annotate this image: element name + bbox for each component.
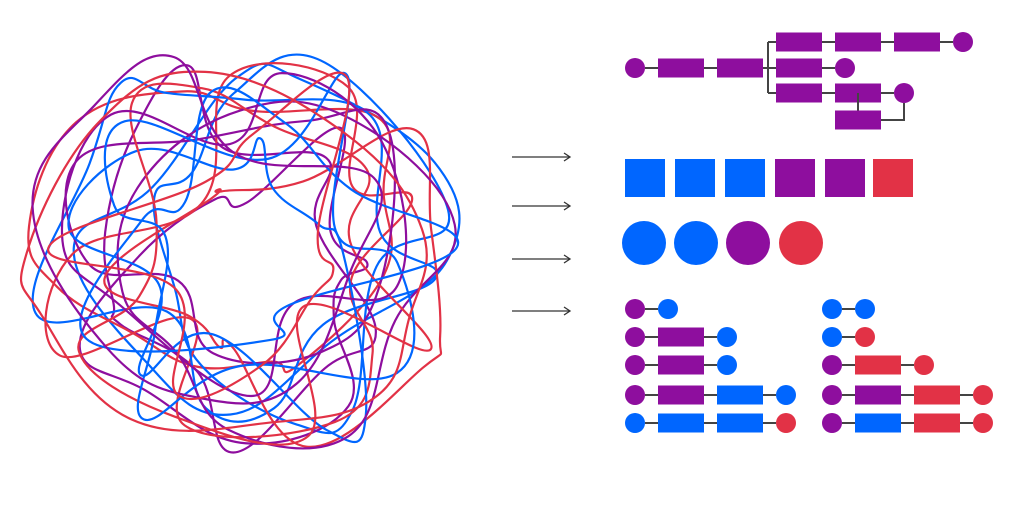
tree-branch — [776, 58, 855, 78]
circle-node — [625, 385, 645, 405]
circle-node — [855, 327, 875, 347]
arrow-head — [563, 254, 572, 264]
rect-node — [914, 385, 960, 405]
arrow-head — [563, 152, 572, 162]
rect-node — [717, 413, 763, 433]
rect-node — [835, 110, 881, 130]
circle-blue — [674, 221, 718, 265]
rect-node — [855, 355, 901, 375]
circle-row — [622, 221, 823, 265]
rect-node — [835, 32, 881, 52]
sequence-groups — [625, 299, 993, 433]
sequence-row — [625, 299, 678, 319]
square-row — [625, 159, 913, 197]
square-blue — [625, 159, 665, 197]
tangle-strand — [103, 126, 443, 448]
circle-node — [625, 413, 645, 433]
circle-node — [973, 413, 993, 433]
sequence-row — [822, 327, 875, 347]
rect-node — [855, 413, 901, 433]
circle-node — [625, 299, 645, 319]
rect-node — [658, 58, 704, 78]
sequence-group — [822, 299, 993, 433]
branching-sequence-tree — [625, 32, 973, 130]
arrow-head — [563, 201, 572, 211]
rect-node — [855, 385, 901, 405]
tangle-strand — [31, 76, 439, 423]
rect-node — [658, 327, 704, 347]
tangle-strand — [116, 100, 457, 450]
tangle-strand — [20, 70, 428, 432]
circle-node — [776, 385, 796, 405]
arrow-icon — [512, 152, 572, 162]
sequence-row — [625, 413, 796, 433]
tangle-strand — [103, 64, 377, 454]
sequence-row — [822, 299, 875, 319]
square-blue — [725, 159, 765, 197]
rect-node — [658, 385, 704, 405]
circle-node — [822, 327, 842, 347]
circle-node — [855, 299, 875, 319]
rect-node — [776, 83, 822, 103]
tangle-strand — [31, 54, 383, 405]
sequence-row — [822, 385, 993, 405]
circle-node — [822, 385, 842, 405]
tangle-strand — [77, 82, 433, 446]
circle-node — [658, 299, 678, 319]
circle-node — [625, 355, 645, 375]
circle-red — [779, 221, 823, 265]
circle-node — [894, 83, 914, 103]
sequence-row — [822, 413, 993, 433]
sequence-row — [822, 355, 934, 375]
tangled-lines — [20, 53, 461, 454]
circle-node — [914, 355, 934, 375]
tangle-strand — [47, 71, 351, 400]
circle-node — [822, 299, 842, 319]
rect-node — [894, 32, 940, 52]
arrow-head — [563, 306, 572, 316]
rect-node — [658, 355, 704, 375]
sequence-row — [625, 385, 796, 405]
rect-node — [658, 413, 704, 433]
square-red — [873, 159, 913, 197]
sequence-row — [625, 355, 737, 375]
arrow-icon — [512, 306, 572, 316]
square-purple — [825, 159, 865, 197]
tangle-strand — [60, 72, 408, 398]
square-purple — [775, 159, 815, 197]
circle-blue — [622, 221, 666, 265]
sequence-group — [625, 299, 796, 433]
circle-node — [822, 413, 842, 433]
circle-node — [625, 58, 645, 78]
circle-purple — [726, 221, 770, 265]
tree-branch — [776, 83, 914, 103]
tangle-strand — [67, 137, 368, 444]
circle-node — [835, 58, 855, 78]
arrow-icon — [512, 201, 572, 211]
circle-node — [625, 327, 645, 347]
rect-node — [776, 58, 822, 78]
square-blue — [675, 159, 715, 197]
arrows — [512, 152, 572, 316]
rect-node — [717, 385, 763, 405]
tangle-strand — [44, 62, 414, 439]
tangle-strand — [79, 86, 460, 353]
sequence-row — [625, 327, 737, 347]
circle-node — [776, 413, 796, 433]
tree-branch — [776, 32, 973, 52]
rect-node — [776, 32, 822, 52]
tangle-strand — [152, 53, 451, 435]
arrow-icon — [512, 254, 572, 264]
circle-node — [953, 32, 973, 52]
rect-node — [914, 413, 960, 433]
circle-node — [822, 355, 842, 375]
tangle-strand — [78, 126, 369, 445]
circle-node — [717, 355, 737, 375]
connector-line — [881, 103, 905, 121]
rect-node — [717, 58, 763, 78]
circle-node — [717, 327, 737, 347]
circle-node — [973, 385, 993, 405]
